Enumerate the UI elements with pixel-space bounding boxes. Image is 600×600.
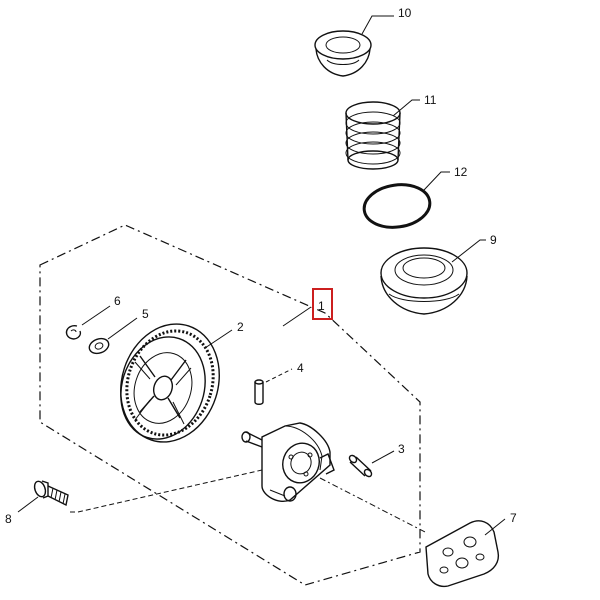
callout-7: 7: [510, 511, 517, 525]
pump-body[interactable]: [241, 422, 335, 502]
callout-4: 4: [297, 361, 304, 375]
callout-3: 3: [398, 442, 405, 456]
part-5-washer[interactable]: [87, 336, 111, 356]
part-10-cap[interactable]: [314, 30, 372, 77]
leader-line-10: [361, 15, 394, 35]
leader-line-9: [451, 239, 486, 263]
part-8-bolt[interactable]: [33, 480, 69, 507]
leader-line-6: [81, 305, 111, 326]
leader-line-1: [282, 306, 312, 327]
callout-2: 2: [237, 320, 244, 334]
callout-12: 12: [454, 165, 468, 179]
assembly-line-8: [70, 469, 263, 513]
part-9-housing[interactable]: [380, 247, 468, 315]
part-11-spring[interactable]: [345, 101, 401, 170]
leader-line-7: [484, 518, 506, 536]
callout-6: 6: [114, 294, 121, 308]
part-4-pin[interactable]: [254, 379, 264, 405]
callout-11: 11: [424, 93, 437, 107]
leader-line-3: [371, 450, 395, 464]
callout-5: 5: [142, 307, 149, 321]
part-6-snap-ring[interactable]: [65, 325, 82, 340]
callout-10: 10: [398, 6, 412, 20]
callout-9: 9: [490, 233, 497, 247]
assembly-centre-line: [319, 477, 426, 533]
leader-line-12: [423, 171, 450, 191]
part-1-highlight-box: [312, 288, 333, 320]
assembly-boundary-outline: [39, 224, 421, 586]
leader-line-5: [107, 317, 138, 340]
part-7-gasket[interactable]: [425, 520, 500, 588]
callout-1[interactable]: 1: [318, 299, 325, 313]
leader-line-11: [392, 99, 420, 117]
part-3-pin[interactable]: [348, 454, 373, 478]
callout-8: 8: [5, 512, 12, 526]
part-12-o-ring[interactable]: [361, 181, 432, 232]
leader-line-8: [17, 496, 39, 513]
leader-line-2: [204, 329, 233, 349]
part-2-gear[interactable]: [106, 311, 234, 455]
leader-line-4: [265, 368, 293, 383]
